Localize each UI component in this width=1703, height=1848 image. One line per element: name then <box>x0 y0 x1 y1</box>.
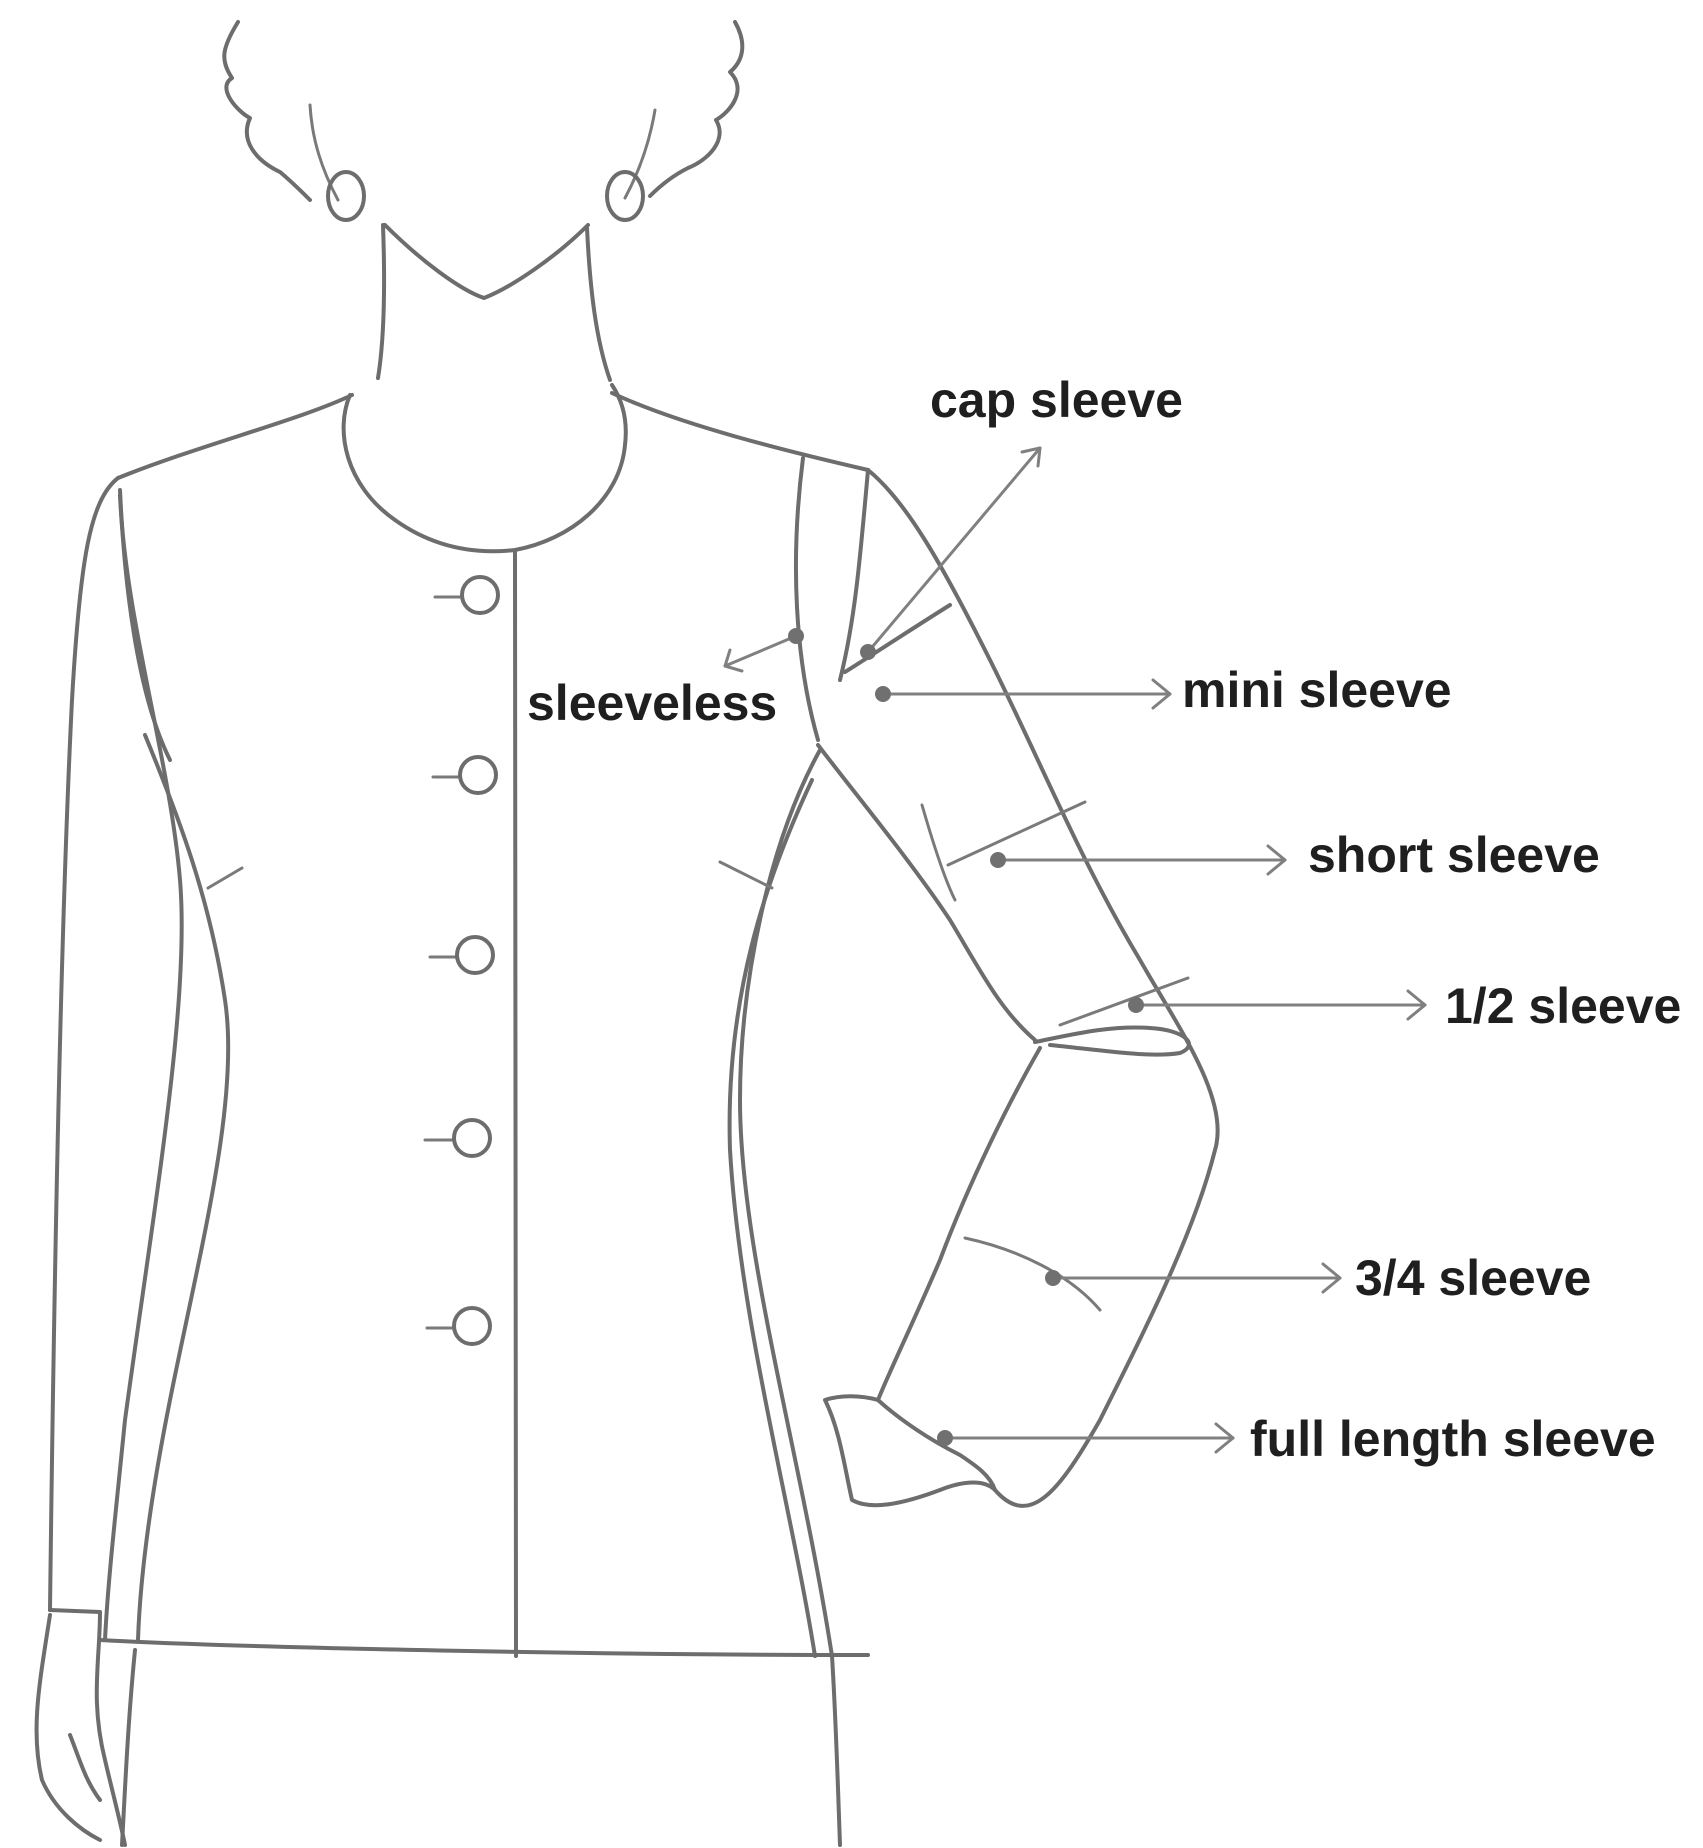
right-armhole-seam <box>796 458 818 740</box>
elbow-fold <box>1035 1027 1189 1054</box>
right-hand <box>825 1396 995 1505</box>
hair-strand-left <box>310 105 338 200</box>
label-mini-sleeve: mini sleeve <box>1182 662 1452 718</box>
short-sleeve-line <box>948 802 1085 865</box>
right-sleeve-inner-upper <box>818 745 1035 1040</box>
left-dart <box>208 868 242 888</box>
sleeveless-leader <box>725 628 804 671</box>
right-side-seam-outer <box>740 750 832 1656</box>
label-three-quarter-sleeve: 3/4 sleeve <box>1355 1250 1591 1306</box>
buttons <box>425 577 498 1344</box>
left-arm-outer <box>50 478 118 1610</box>
skirt-left <box>122 1650 135 1845</box>
shoulder-right <box>612 393 868 470</box>
label-full-length-sleeve: full length sleeve <box>1250 1411 1656 1467</box>
mini-sleeve-leader <box>875 680 1170 708</box>
label-half-sleeve: 1/2 sleeve <box>1445 978 1681 1034</box>
label-sleeveless: sleeveless <box>527 675 777 731</box>
three-quarter-sleeve-leader <box>1045 1264 1340 1292</box>
neckline <box>344 385 626 551</box>
left-underarm-seam <box>105 495 182 1640</box>
chin-outline <box>385 225 588 298</box>
right-sleeve-inner-lower <box>878 1048 1040 1400</box>
label-cap-sleeve: cap sleeve <box>930 372 1183 428</box>
skirt-right <box>832 1656 840 1845</box>
three-quarter-sleeve-line <box>965 1238 1100 1310</box>
neck-left <box>378 225 384 378</box>
left-hand <box>37 1610 125 1845</box>
hair-right-outline <box>650 22 742 196</box>
right-dart <box>720 862 772 888</box>
hair-left-outline <box>224 22 310 200</box>
center-front-line <box>515 552 516 1656</box>
label-short-sleeve: short sleeve <box>1308 827 1600 883</box>
cap-sleeve-leader <box>860 448 1040 660</box>
left-sleeve-inner <box>120 490 170 760</box>
short-sleeve-leader <box>990 846 1285 874</box>
jacket-hem <box>100 1640 868 1655</box>
right-side-seam-inner <box>730 780 815 1656</box>
neck-right <box>587 228 610 380</box>
earring-left <box>328 172 364 220</box>
half-sleeve-line <box>1060 978 1188 1025</box>
shoulder-left <box>118 395 352 478</box>
left-side-seam <box>138 735 228 1640</box>
